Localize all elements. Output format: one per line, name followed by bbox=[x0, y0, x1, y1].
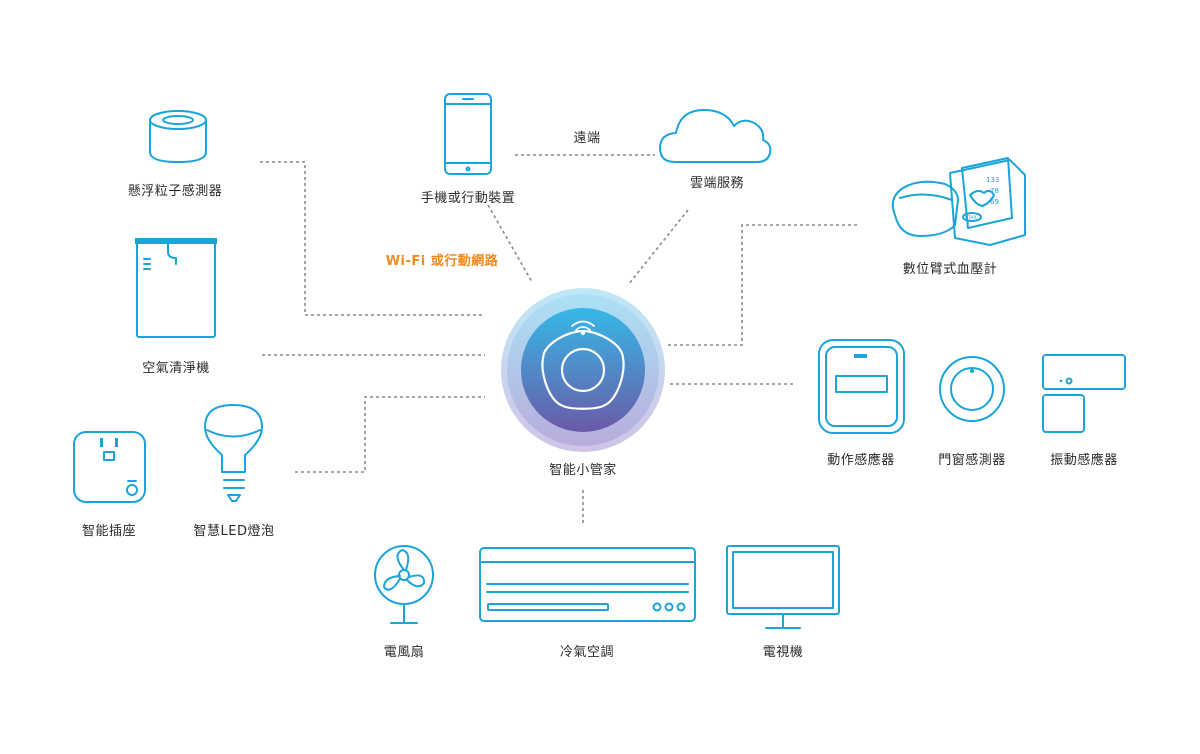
bp-reading-2: 78 bbox=[990, 187, 999, 195]
tv-label: 電視機 bbox=[762, 645, 804, 660]
line-phone bbox=[487, 204, 533, 283]
led-bulb-label: 智慧LED燈泡 bbox=[193, 524, 275, 539]
phone-icon bbox=[444, 93, 492, 175]
air-conditioner-label: 冷氣空調 bbox=[559, 645, 615, 660]
line-led-bulb bbox=[295, 396, 485, 473]
phone-label: 手機或行動裝置 bbox=[420, 191, 516, 206]
cloud-label: 雲端服務 bbox=[689, 176, 745, 191]
bp-monitor-icon: 133 78 69 STAR bbox=[891, 157, 1026, 246]
motion-sensor-label: 動作感應器 bbox=[827, 453, 895, 468]
particle-sensor-label: 懸浮粒子感測器 bbox=[127, 184, 223, 199]
bp-reading-1: 133 bbox=[986, 176, 999, 184]
purifier-top-bar bbox=[135, 238, 217, 244]
wifi-signal-icon bbox=[571, 320, 595, 336]
door-sensor-icon bbox=[939, 356, 1005, 422]
air-purifier-icon bbox=[135, 238, 217, 338]
bp-brand: STAR bbox=[965, 215, 976, 221]
vibration-sensor-icon bbox=[1042, 354, 1126, 433]
hub-core bbox=[521, 308, 645, 432]
hub-device[interactable] bbox=[501, 288, 665, 452]
tv-icon bbox=[726, 545, 840, 629]
line-bp-monitor bbox=[668, 224, 858, 346]
cloud-icon bbox=[659, 109, 772, 163]
bp-monitor-label: 數位臂式血壓計 bbox=[902, 262, 998, 277]
line-particle-sensor bbox=[260, 161, 485, 316]
bp-reading-3: 69 bbox=[990, 198, 999, 206]
fan-label: 電風扇 bbox=[383, 645, 425, 660]
fan-icon bbox=[374, 545, 434, 624]
air-purifier-label: 空氣清淨機 bbox=[142, 361, 210, 376]
wifi-link-label: Wi-Fi 或行動網路 bbox=[385, 254, 499, 269]
vibration-sensor-label: 振動感應器 bbox=[1050, 453, 1118, 468]
air-conditioner-icon bbox=[479, 547, 696, 622]
hub-label: 智能小管家 bbox=[549, 463, 617, 478]
remote-link-label: 遠端 bbox=[573, 131, 601, 146]
particle-sensor-icon bbox=[149, 110, 207, 163]
motion-sensor-icon bbox=[818, 339, 905, 434]
hub-button-icon bbox=[560, 347, 606, 393]
connection-lines bbox=[260, 154, 858, 525]
door-sensor-label: 門窗感測器 bbox=[938, 453, 1006, 468]
smart-plug-label: 智能插座 bbox=[81, 524, 137, 539]
smart-plug-icon bbox=[73, 431, 146, 503]
line-cloud bbox=[627, 209, 689, 286]
led-bulb-icon bbox=[204, 404, 263, 502]
hub-shape-icon bbox=[541, 329, 625, 410]
